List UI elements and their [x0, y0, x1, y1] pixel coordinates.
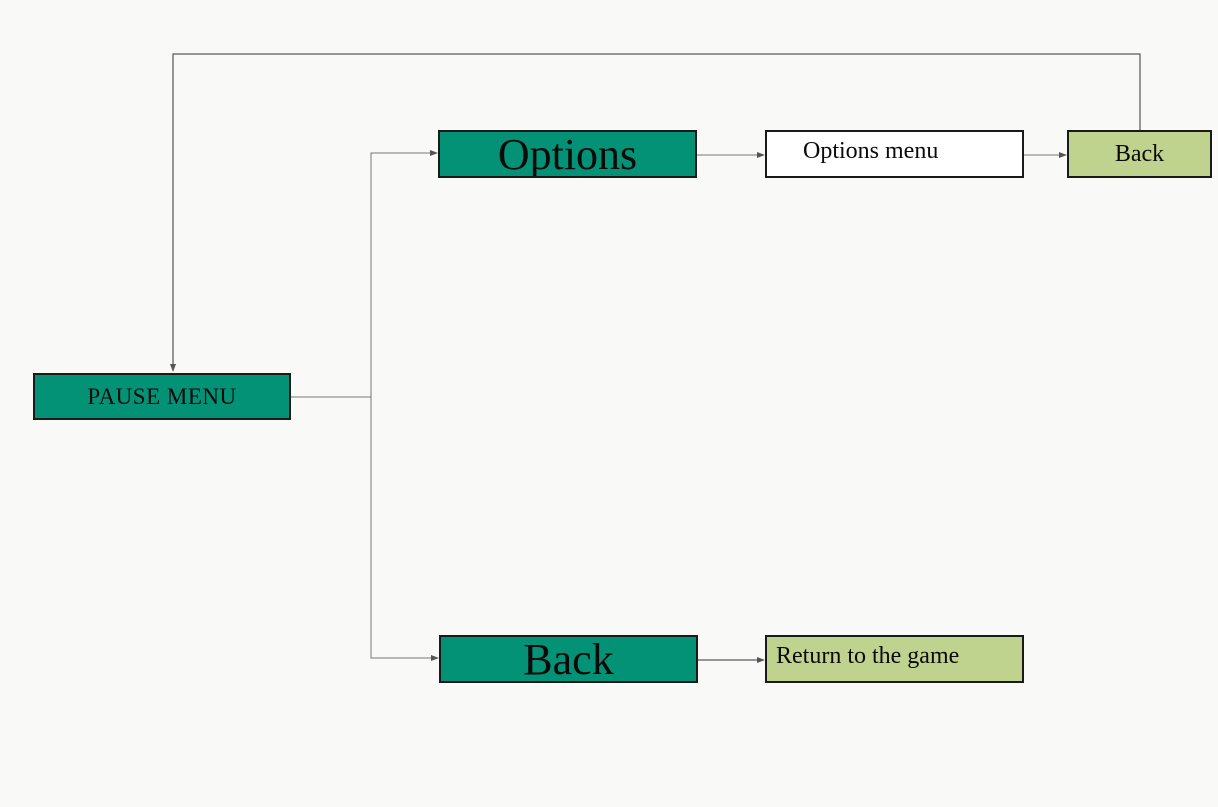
edge-pause-to-back	[370, 397, 439, 661]
options-back-label: Back	[1114, 140, 1165, 167]
options-menu-label: Options menu	[803, 137, 939, 164]
options-label: Options	[497, 130, 638, 178]
options-back-node: Back	[1067, 130, 1212, 178]
options-node: Options	[438, 130, 697, 178]
return-to-game-node: Return to the game	[765, 635, 1024, 683]
edge-pause-to-options	[291, 150, 438, 398]
pause-menu-label: PAUSE MENU	[87, 383, 237, 409]
edge-back-to-pause	[170, 53, 1141, 372]
options-menu-node: Options menu	[765, 130, 1024, 178]
back-label: Back	[523, 635, 614, 683]
back-node: Back	[439, 635, 698, 683]
return-to-game-label: Return to the game	[776, 642, 960, 669]
pause-menu-node: PAUSE MENU	[33, 373, 291, 420]
